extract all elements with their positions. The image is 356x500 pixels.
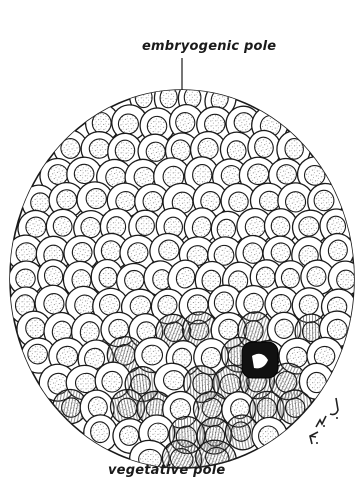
artist-signature: [306, 392, 346, 452]
cell-group: [4, 78, 356, 482]
cell: [252, 417, 288, 453]
embryogenic-pole-label: embryogenic pole: [142, 39, 276, 54]
dividing-cell: [242, 342, 278, 378]
vegetative-pole-label: vegetative pole: [108, 463, 225, 478]
